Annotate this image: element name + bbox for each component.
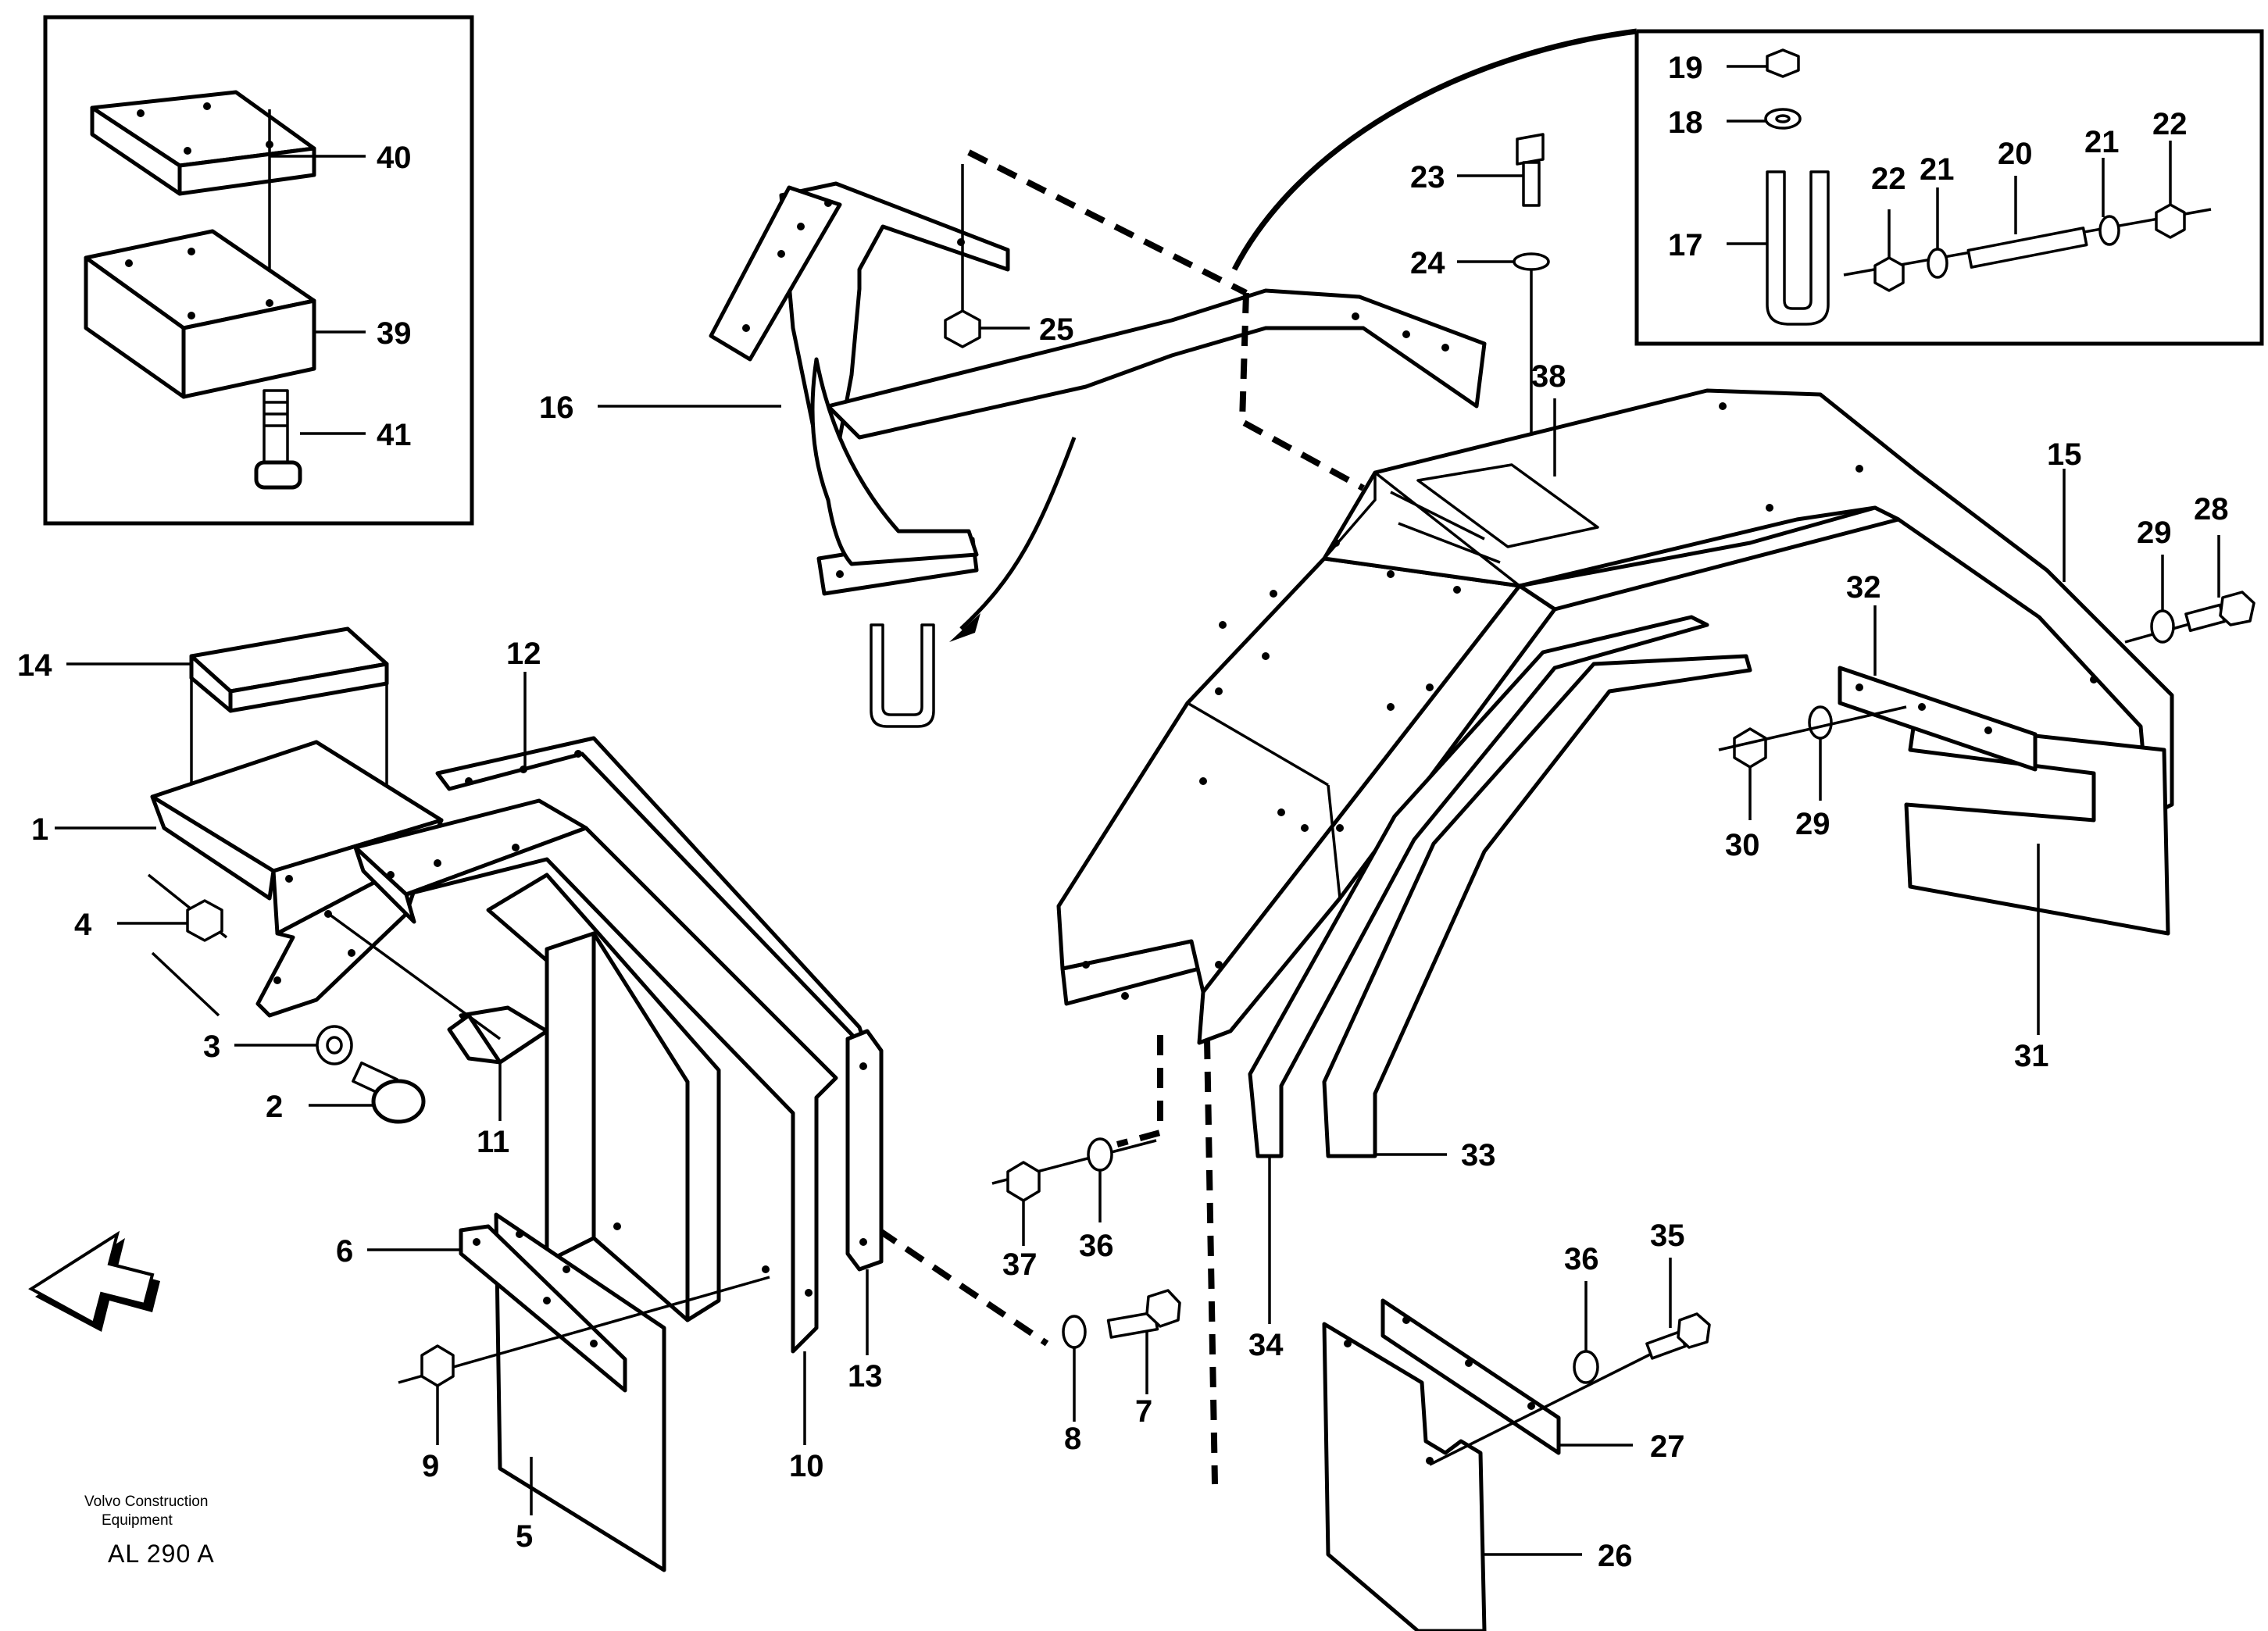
callout-13: 13 — [848, 1359, 883, 1394]
callout-15: 15 — [2047, 437, 2082, 472]
caption-line-2: Equipment — [102, 1512, 173, 1529]
part-9-nut — [420, 1344, 455, 1387]
part-26-mud-flap — [1322, 1322, 1487, 1631]
part-21-washer-right — [2098, 215, 2120, 246]
callout-40: 40 — [377, 141, 412, 175]
callout-5: 5 — [516, 1519, 533, 1554]
part-16-stay-bracket — [709, 181, 1487, 596]
callout-22-right: 22 — [2152, 107, 2188, 141]
callout-23: 23 — [1410, 160, 1445, 195]
callout-9: 9 — [422, 1449, 439, 1483]
callout-2: 2 — [266, 1090, 283, 1124]
dashed-link-nut-37 — [1116, 1035, 1163, 1147]
callout-21-right: 21 — [2084, 125, 2120, 159]
callout-41: 41 — [377, 418, 412, 452]
part-1-bracket — [150, 740, 444, 1018]
part-28-bolt — [2184, 591, 2255, 633]
callout-4: 4 — [74, 908, 92, 942]
callout-6: 6 — [336, 1234, 353, 1269]
u-bolt-under-stay — [870, 623, 935, 728]
part-36-washer-right — [1573, 1350, 1599, 1384]
callout-37: 37 — [1002, 1247, 1038, 1282]
inset-box-top-left: 40 39 41 — [43, 15, 474, 526]
part-22-nut-left — [1873, 256, 1905, 292]
part-34-strip: 34 — [1248, 615, 1709, 1362]
figure-id: AL 290 A — [108, 1540, 215, 1568]
callout-29-upper: 29 — [2137, 516, 2172, 550]
callout-34: 34 — [1248, 1328, 1284, 1362]
part-14-pad — [189, 626, 389, 797]
callout-24: 24 — [1410, 246, 1445, 280]
callout-10: 10 — [789, 1449, 824, 1483]
part-38-cover-plate — [1416, 463, 1599, 548]
part-21-washer-left — [1927, 248, 1948, 279]
part-11-clip — [447, 1005, 549, 1065]
callout-31: 31 — [2014, 1039, 2049, 1073]
part-17-u-bolt — [1766, 170, 1830, 326]
part-15-main-fender: 15 38 — [1056, 359, 2174, 1045]
callout-17: 17 — [1668, 228, 1703, 262]
part-4-nut — [186, 899, 223, 942]
callout-27: 27 — [1650, 1429, 1685, 1464]
dashed-link-top — [967, 149, 1248, 296]
inset-box-top-right: 19 18 17 22 21 20 21 22 — [1231, 28, 2264, 346]
part-32-clamp-bar — [1838, 666, 2038, 772]
caption-line-1: Volvo Construction — [84, 1494, 208, 1510]
part-29-washer-right — [2150, 609, 2175, 644]
callout-28: 28 — [2194, 492, 2229, 526]
callout-29-lower: 29 — [1795, 807, 1830, 841]
callout-33: 33 — [1461, 1138, 1496, 1172]
callout-16: 16 — [539, 391, 574, 425]
part-19-nut — [1766, 48, 1800, 78]
callout-1: 1 — [31, 812, 48, 847]
part-23-bolt — [1516, 133, 1545, 207]
callout-18: 18 — [1668, 105, 1703, 140]
part-33-strip: 33 — [1322, 654, 1752, 1172]
callout-8: 8 — [1064, 1422, 1081, 1456]
part-22-nut-right — [2155, 203, 2186, 239]
callout-20: 20 — [1998, 137, 2033, 171]
part-13-strip — [845, 1029, 884, 1272]
callout-25: 25 — [1039, 312, 1074, 347]
part-25-nut — [944, 309, 981, 348]
callout-38: 38 — [1531, 359, 1566, 394]
part-37-nut — [1006, 1161, 1041, 1202]
dashed-link-left-fender — [877, 1227, 1049, 1347]
callout-11: 11 — [477, 1125, 509, 1159]
part-35-bolt — [1645, 1312, 1711, 1360]
dashed-link-stay — [1238, 292, 1365, 491]
callout-14: 14 — [17, 648, 52, 683]
pointer-arrow-icon — [949, 613, 980, 642]
part-8-washer — [1062, 1315, 1087, 1349]
callout-39: 39 — [377, 316, 412, 351]
callout-35: 35 — [1650, 1219, 1685, 1253]
callout-3: 3 — [203, 1030, 220, 1064]
part-40-plate — [90, 90, 316, 196]
callout-36-right: 36 — [1564, 1242, 1599, 1276]
part-29-washer-left — [1808, 705, 1833, 740]
part-41-bolt — [254, 389, 302, 490]
part-30-nut — [1733, 727, 1767, 769]
arrow-down-left-icon — [28, 1230, 160, 1332]
callout-21-left: 21 — [1920, 152, 1955, 187]
callout-7: 7 — [1135, 1394, 1152, 1429]
part-7-bolt — [1106, 1289, 1181, 1339]
part-24-washer — [1513, 252, 1550, 271]
callout-19: 19 — [1668, 51, 1703, 85]
dashed-link-mudflap-26 — [1204, 1038, 1218, 1485]
part-2-bolt — [352, 1061, 426, 1124]
callout-36-left: 36 — [1079, 1229, 1114, 1263]
part-39-block — [84, 229, 316, 399]
callout-26: 26 — [1598, 1539, 1633, 1573]
callout-32: 32 — [1846, 570, 1881, 605]
part-10-fender-section — [353, 798, 838, 1354]
part-20-stud — [1966, 227, 2088, 269]
part-36-washer-left — [1087, 1137, 1113, 1172]
callout-12: 12 — [506, 637, 541, 671]
part-27-clamp-bar — [1380, 1298, 1561, 1455]
callout-22-left: 22 — [1871, 162, 1906, 196]
callout-30: 30 — [1725, 828, 1760, 862]
